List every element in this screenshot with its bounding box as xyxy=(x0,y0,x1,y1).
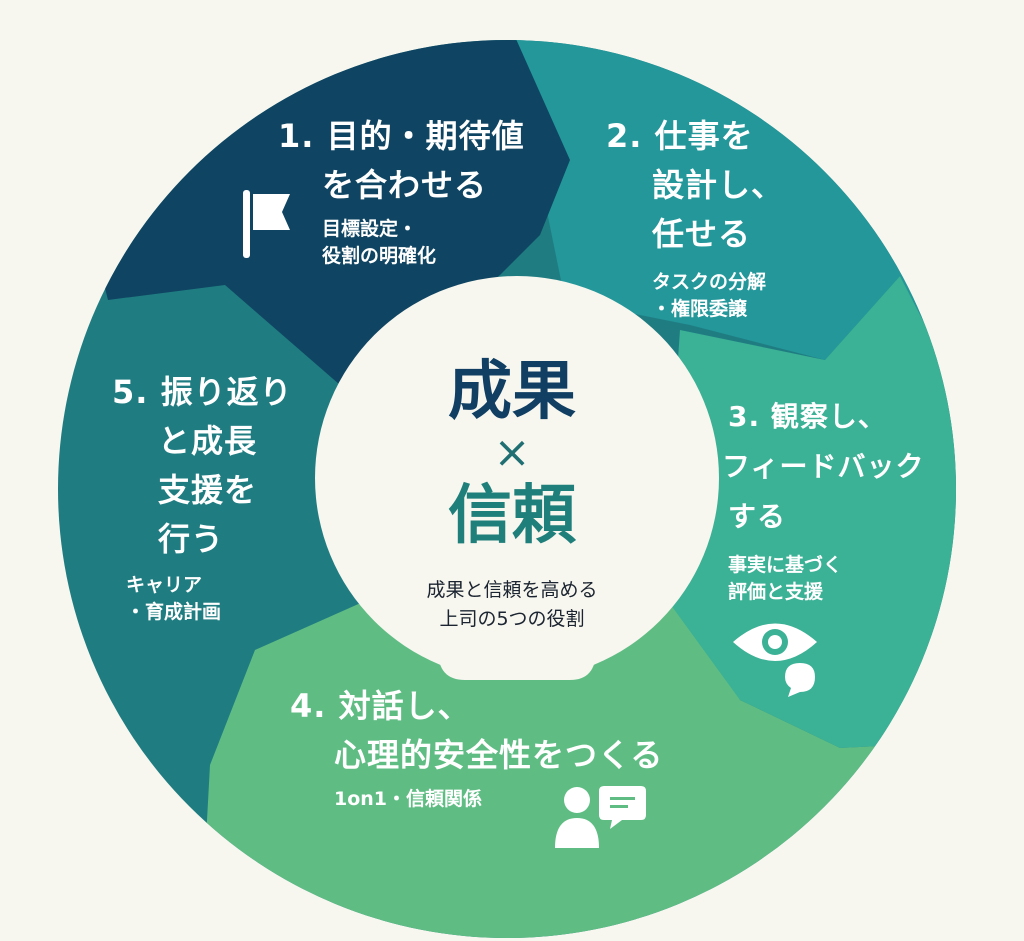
segment-2-title-line-3: 任せる xyxy=(652,215,752,253)
segment-2: 2. 仕事を 設計し、 任せる タスクの分解 ・権限委譲 xyxy=(606,112,784,323)
segment-3-number: 3. xyxy=(728,400,761,433)
segment-4: 4. 対話し、 心理的安全性をつくる 1on1・信頼関係 xyxy=(290,682,663,813)
segment-3: 3. 観察し、 フィードバック する 事実に基づく 評価と支援 xyxy=(722,392,924,606)
segment-5: 5. 振り返り と成長 支援を 行う キャリア ・育成計画 xyxy=(112,368,293,626)
segment-4-number: 4. xyxy=(290,687,327,725)
segment-2-sub-line-2: ・権限委譲 xyxy=(652,298,748,320)
segment-1-number: 1. xyxy=(278,117,315,155)
segment-5-sub-line-1: キャリア xyxy=(126,574,203,596)
segment-5-title-line-1: 振り返り xyxy=(160,373,293,411)
segment-4-title: 4. 対話し、 xyxy=(290,682,663,731)
segment-5-title: 5. 振り返り xyxy=(112,368,293,417)
segment-3-title: 3. 観察し、 xyxy=(728,392,924,442)
segment-5-title-line-2: と成長 xyxy=(158,422,258,460)
center-title-bottom: 信頼 xyxy=(448,479,576,553)
center-tab xyxy=(438,600,596,680)
segment-2-title-line-2: 設計し、 xyxy=(652,166,785,204)
segment-5-title-line-4: 行う xyxy=(158,520,225,558)
center-circle xyxy=(315,276,719,680)
segment-4-title-line-1: 対話し、 xyxy=(338,687,471,725)
segment-2-title: 2. 仕事を xyxy=(606,112,784,161)
segment-1-title: 1. 目的・期待値 xyxy=(278,112,525,161)
segment-5-sub-line-2: ・育成計画 xyxy=(126,601,222,623)
center-subtitle-line-1: 成果と信頼を高める xyxy=(426,579,598,601)
segment-3-sub-line-1: 事実に基づく xyxy=(728,554,843,576)
segment-5-title-line-3: 支援を xyxy=(158,471,258,509)
center-title-top: 成果 xyxy=(448,355,576,429)
segment-2-sub-line-1: タスクの分解 xyxy=(652,271,767,293)
segment-4-sub-line-1: 1on1・信頼関係 xyxy=(334,788,483,810)
segment-1-sub-line-1: 目標設定・ xyxy=(322,218,418,240)
segment-2-title-line-1: 仕事を xyxy=(654,117,754,155)
segment-1-title-line-1: 目的・期待値 xyxy=(326,117,525,155)
person-chat-icon xyxy=(555,786,646,848)
segment-1-title-line-2: を合わせる xyxy=(322,166,488,204)
segment-3-title-line-3: する xyxy=(728,500,787,533)
segment-5-number: 5. xyxy=(112,373,149,411)
center-subtitle-line-2: 上司の5つの役割 xyxy=(439,608,585,630)
segment-3-title-line-1: 観察し、 xyxy=(770,400,887,433)
segment-4-title-line-2: 心理的安全性をつくる xyxy=(334,736,664,774)
segment-1: 1. 目的・期待値 を合わせる 目標設定・ 役割の明確化 xyxy=(278,112,525,270)
segment-1-sub-line-2: 役割の明確化 xyxy=(322,245,437,267)
segment-3-title-line-2: フィードバック xyxy=(722,450,925,483)
segment-3-sub-line-2: 評価と支援 xyxy=(728,581,824,603)
segment-2-number: 2. xyxy=(606,117,643,155)
flag-icon xyxy=(243,190,290,258)
center-cross: × xyxy=(493,427,531,478)
segment-3-shape xyxy=(660,276,956,748)
eye-speech-icon xyxy=(733,623,817,697)
